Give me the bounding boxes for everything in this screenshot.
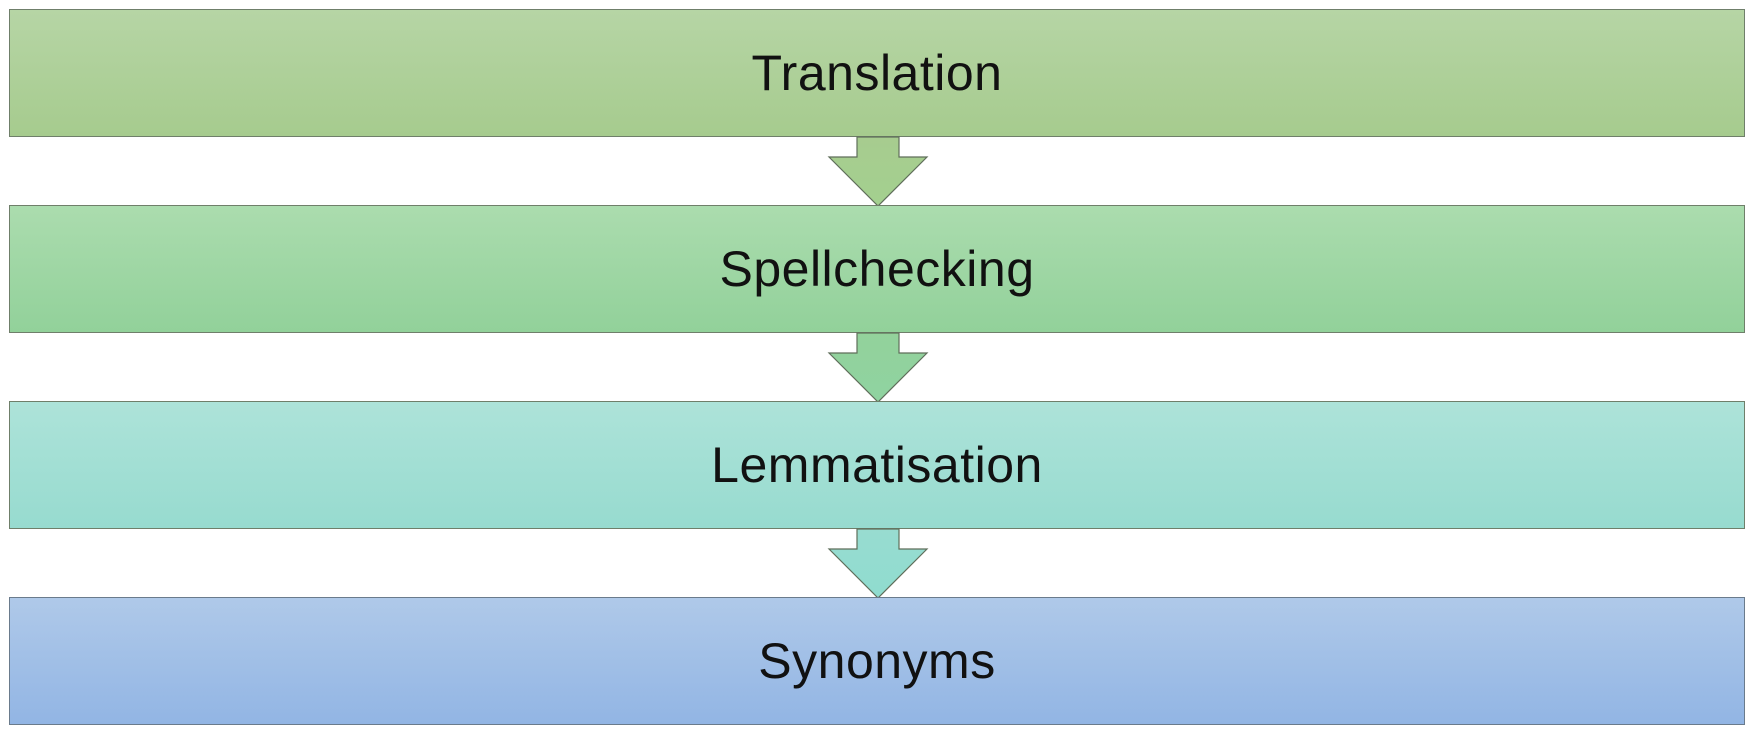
stage-lemmatisation: Lemmatisation	[9, 401, 1745, 529]
stage-synonyms: Synonyms	[9, 597, 1745, 725]
stage-synonyms-label: Synonyms	[758, 633, 996, 689]
stage-lemmatisation-label: Lemmatisation	[711, 437, 1043, 493]
stage-translation-label: Translation	[751, 45, 1003, 101]
down-arrow-icon	[827, 332, 929, 403]
stage-spellchecking: Spellchecking	[9, 205, 1745, 333]
stage-spellchecking-label: Spellchecking	[719, 241, 1035, 297]
down-arrow-icon	[827, 528, 929, 599]
down-arrow-icon	[827, 136, 929, 207]
stage-translation: Translation	[9, 9, 1745, 137]
